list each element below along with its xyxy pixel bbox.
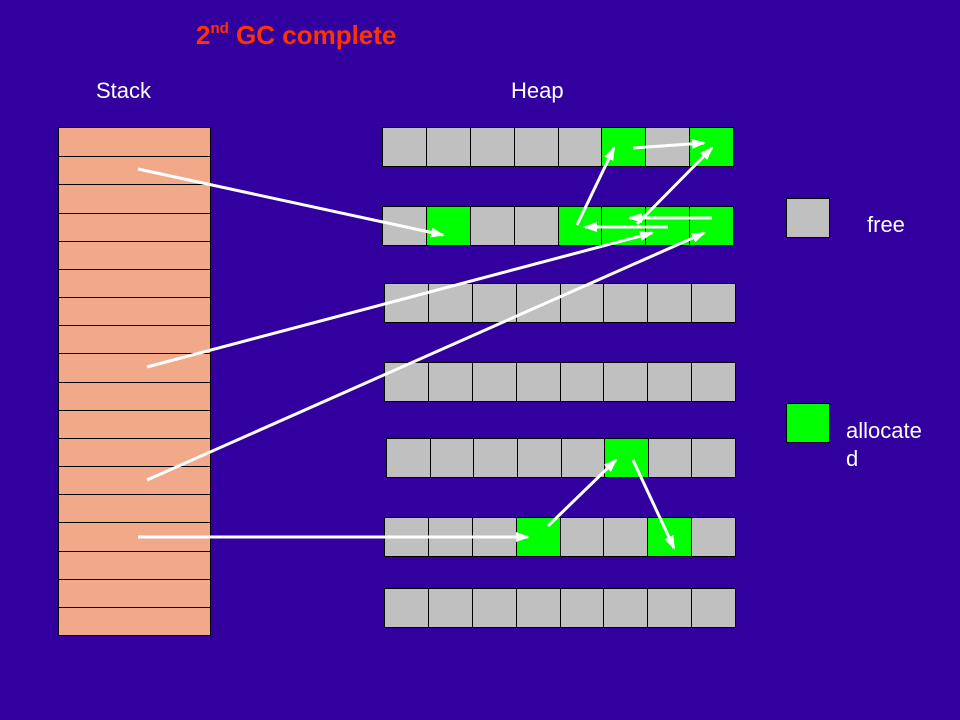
heap-cell-free — [560, 362, 604, 402]
stack-slot — [59, 607, 210, 635]
heap-cell-free — [560, 283, 604, 323]
heap-cell-free — [603, 517, 648, 557]
stack — [58, 127, 211, 636]
heap-label: Heap — [511, 78, 564, 103]
heap-cell-free — [691, 438, 736, 478]
heap-cell-allocated — [426, 206, 471, 246]
stack-slot — [59, 438, 210, 466]
stack-slot — [59, 128, 210, 156]
heap-ref-arrow — [631, 459, 676, 550]
heap-cell-free — [691, 588, 736, 628]
heap-cell-free — [514, 206, 559, 246]
heap-cell-free — [691, 517, 736, 557]
heap-cell-free — [647, 362, 692, 402]
heap-cell-free — [386, 438, 431, 478]
stack-slot — [59, 410, 210, 438]
heap-cell-free — [472, 283, 517, 323]
heap-cell-free — [647, 283, 692, 323]
heap-cell-free — [560, 517, 604, 557]
stack-slot — [59, 579, 210, 607]
heap-cell-free — [472, 362, 517, 402]
stack-slot — [59, 241, 210, 269]
heap-cell-free — [603, 588, 648, 628]
slide-title: 2nd GC complete — [196, 20, 396, 51]
heap-cell-free — [691, 362, 736, 402]
heap-row — [384, 362, 736, 402]
heap-cell-free — [428, 362, 473, 402]
heap-cell-free — [382, 127, 427, 167]
heap-row — [386, 438, 736, 478]
heap-cell-free — [428, 588, 473, 628]
legend-allocated-label-line2: d — [846, 446, 859, 471]
title-number: 2 — [196, 20, 211, 50]
heap-ref-arrow — [575, 146, 616, 226]
stack-slot — [59, 494, 210, 522]
legend-allocated-swatch — [786, 403, 830, 443]
heap-cell-free — [472, 588, 517, 628]
legend-free-swatch — [786, 198, 830, 238]
heap-ref-arrow — [546, 458, 618, 528]
heap-cell-free — [517, 438, 562, 478]
heap-cell-free — [691, 283, 736, 323]
legend-allocated-label: allocate d — [846, 417, 922, 473]
heap-ref-arrow — [632, 138, 706, 150]
stack-ref-arrow — [146, 231, 654, 369]
stack-slot — [59, 269, 210, 297]
heap-cell-free — [384, 362, 429, 402]
heap-cell-free — [430, 438, 474, 478]
stack-slot — [59, 184, 210, 213]
legend-free-label: free — [867, 212, 905, 237]
heap-ref-arrow — [635, 146, 714, 226]
heap-cell-free — [647, 588, 692, 628]
stack-slot — [59, 382, 210, 410]
title-superscript: nd — [210, 20, 229, 37]
heap-cell-free — [470, 127, 515, 167]
legend-allocated-label-line1: allocate — [846, 418, 922, 443]
heap-cell-free — [514, 127, 559, 167]
stack-ref-arrow — [146, 231, 706, 482]
stack-ref-arrow — [137, 167, 445, 238]
title-text: GC complete — [228, 20, 397, 50]
heap-cell-free — [516, 588, 561, 628]
stack-slot — [59, 466, 210, 494]
stack-slot — [59, 551, 210, 579]
stack-slot — [59, 213, 210, 241]
stack-label: Stack — [96, 78, 152, 103]
heap-cell-free — [648, 438, 692, 478]
heap-cell-allocated — [516, 517, 561, 557]
heap-row — [384, 588, 736, 628]
stack-slot — [59, 297, 210, 325]
heap-row — [384, 283, 736, 323]
heap-cell-free — [558, 127, 602, 167]
heap-cell-free — [560, 588, 604, 628]
stack-slot — [59, 325, 210, 353]
